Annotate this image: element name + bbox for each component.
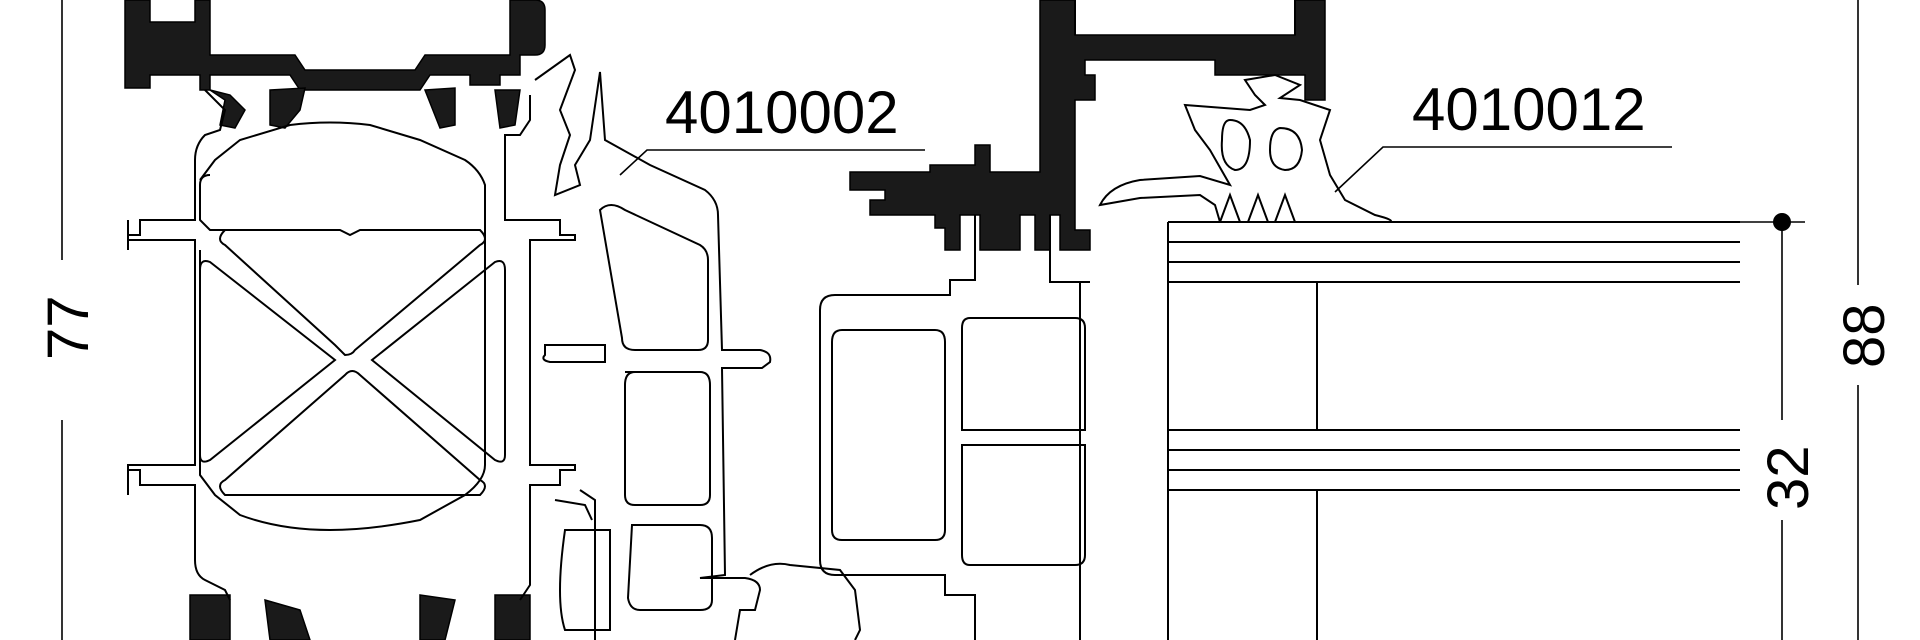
part-code-4010002: 4010002 [665, 79, 899, 146]
dimension-32-label: 32 [1756, 445, 1821, 510]
part-code-4010012: 4010012 [1412, 76, 1646, 143]
dimension-77-label: 77 [36, 295, 101, 360]
dimension-left: 77 [36, 0, 101, 640]
vent-profile [819, 215, 1090, 640]
sash-profile-middle [534, 53, 862, 640]
frame-profile-left [124, 0, 576, 640]
dimension-right: 32 88 [1740, 0, 1897, 640]
dimension-88-label: 88 [1832, 303, 1897, 368]
part-label-4010012: 4010012 [1334, 76, 1672, 193]
glass-unit [1167, 221, 1740, 640]
glazing-bead-profile [849, 0, 1326, 251]
gasket-profile [1098, 73, 1392, 223]
part-label-4010002: 4010002 [619, 79, 925, 176]
